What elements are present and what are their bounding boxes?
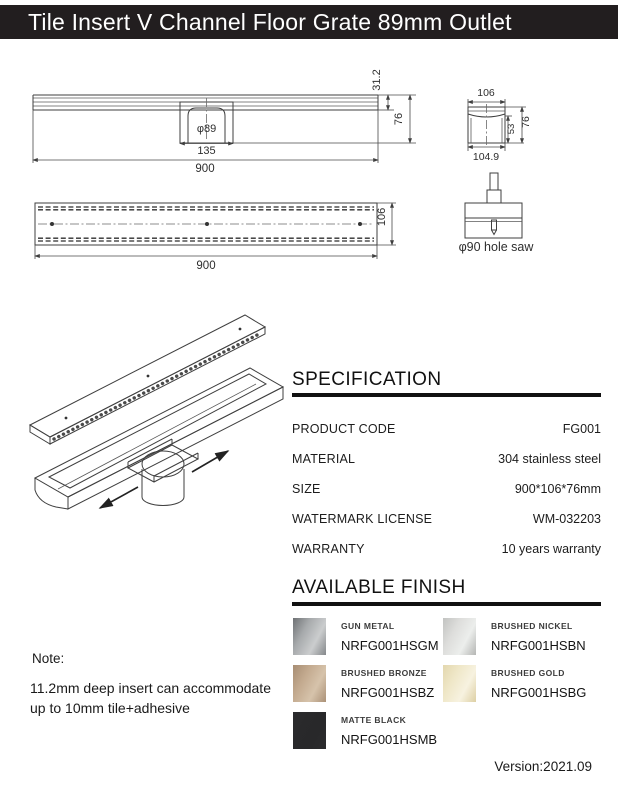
dim-inner-depth: 53 [506,124,517,135]
top-view-body [34,202,378,246]
iso-grate-panel [28,314,267,445]
specification-heading: SPECIFICATION [292,369,442,390]
finish-code: NRFG001HSGM [341,638,439,653]
side-view-dimensions: φ89 135 900 31.2 76 [32,69,416,175]
dim-total-length: 900 [195,163,214,175]
spec-label: WATERMARK LICENSE [292,512,433,526]
arrow-down-left [98,486,139,509]
finish-grid: GUN METAL NRFG001HSGM BRUSHED NICKEL NRF… [293,618,605,749]
available-finish-heading: AVAILABLE FINISH [292,577,466,598]
spec-row-size: SIZE 900*106*76mm [292,474,601,504]
finish-item-brushed-nickel: BRUSHED NICKEL NRFG001HSBN [443,618,605,655]
top-view-dimensions: 106 900 [34,202,396,272]
available-finish-rule [292,602,601,606]
finish-code: NRFG001HSBZ [341,685,435,700]
finish-swatch-matte-black [293,712,326,749]
dim-body-height: 76 [393,113,405,125]
finish-swatch-brushed-nickel [443,618,476,655]
note-line: up to 10mm tile+adhesive [30,700,190,716]
finish-code: NRFG001HSBN [491,638,586,653]
specification-rule [292,393,601,397]
isometric-exploded-drawing [28,314,285,510]
finish-code: NRFG001HSBG [491,685,587,700]
finish-swatch-brushed-gold [443,665,476,702]
spec-value: WM-032203 [532,512,601,526]
spec-value: FG001 [562,422,601,436]
finish-name: MATTE BLACK [341,715,407,725]
note-body: 11.2mm deep insert can accommodate up to… [30,678,314,718]
iso-outlet-assembly [126,438,200,506]
spec-row-watermark-license: WATERMARK LICENSE WM-032203 [292,504,601,534]
version-label: Version:2021.09 [494,759,592,774]
iso-slide-arrows [98,450,230,509]
cross-section-drawing: 106 104.9 53 76 [467,87,532,163]
dim-height: 76 [520,116,532,128]
finish-code: NRFG001HSMB [341,732,438,747]
note-label: Note: [32,651,65,666]
iso-perforation-row [52,331,263,441]
finish-swatch-brushed-bronze [293,665,326,702]
dim-top-width: 106 [477,87,495,99]
side-view-drawing: φ89 135 900 31.2 76 [32,69,416,175]
hole-saw-body [464,172,523,239]
finish-item-brushed-bronze: BRUSHED BRONZE NRFG001HSBZ [293,665,443,702]
spec-label: WARRANTY [292,542,365,556]
side-view-outlet [179,98,234,144]
dim-grate-height: 31.2 [371,69,383,90]
finish-swatch-gun-metal [293,618,326,655]
dim-outlet-width: 135 [197,145,215,157]
dim-width: 106 [376,208,388,226]
title-bar: Tile Insert V Channel Floor Grate 89mm O… [0,5,618,39]
spec-label: PRODUCT CODE [292,422,396,436]
top-view-drawing: 106 900 [34,202,396,272]
finish-item-brushed-gold: BRUSHED GOLD NRFG001HSBG [443,665,605,702]
screw-dot [50,222,54,226]
finish-name: BRUSHED BRONZE [341,668,427,678]
spec-value: 10 years warranty [501,542,601,556]
specification-table: PRODUCT CODE FG001 MATERIAL 304 stainles… [292,414,601,564]
cross-section-dimensions: 106 104.9 53 76 [467,87,532,163]
finish-item-matte-black: MATTE BLACK NRFG001HSMB [293,712,443,749]
page-title: Tile Insert V Channel Floor Grate 89mm O… [28,8,512,35]
note-line: 11.2mm deep insert can accommodate [30,680,271,696]
dim-length: 900 [196,260,215,272]
spec-label: MATERIAL [292,452,356,466]
finish-name: BRUSHED GOLD [491,668,565,678]
arrow-up-right [191,450,230,473]
spec-value: 900*106*76mm [514,482,601,496]
finish-name: GUN METAL [341,621,395,631]
spec-row-warranty: WARRANTY 10 years warranty [292,534,601,564]
iso-channel-tray [33,367,285,510]
spec-row-product-code: PRODUCT CODE FG001 [292,414,601,444]
screw-dot [205,222,209,226]
spec-row-material: MATERIAL 304 stainless steel [292,444,601,474]
dim-outlet-diameter: φ89 [197,123,216,135]
finish-item-gun-metal: GUN METAL NRFG001HSGM [293,618,443,655]
dim-bottom-width: 104.9 [473,151,499,163]
hole-saw-drawing: φ90 hole saw [459,172,535,254]
cross-section-profile [467,104,506,146]
screw-dot [358,222,362,226]
spec-value: 304 stainless steel [498,452,601,466]
finish-name: BRUSHED NICKEL [491,621,573,631]
spec-label: SIZE [292,482,321,496]
hole-saw-caption: φ90 hole saw [459,240,535,254]
